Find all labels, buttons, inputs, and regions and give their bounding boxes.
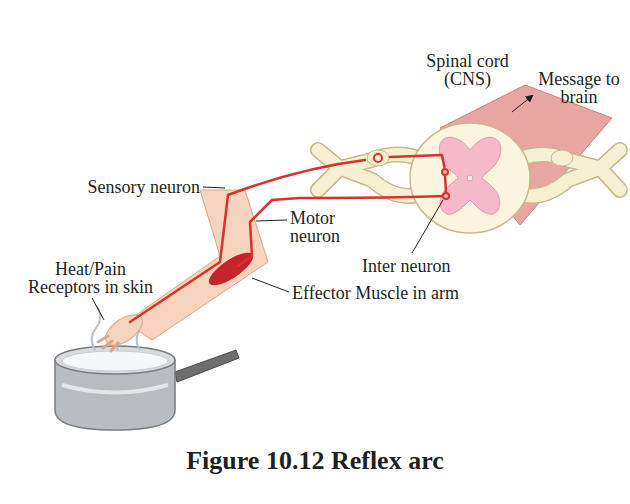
effector-muscle <box>204 247 257 291</box>
ganglion <box>367 150 389 166</box>
synapse <box>442 169 448 175</box>
boiling-water <box>62 351 168 371</box>
part-label: Heat/Pain Receptors in skin <box>18 260 163 296</box>
pot-shine <box>62 385 168 393</box>
part-label: Sensory neuron <box>45 178 200 196</box>
leader-lines <box>92 96 532 320</box>
part-label: Inter neuron <box>362 257 482 275</box>
note-label: Message to brain <box>533 70 625 106</box>
synapse <box>443 193 449 199</box>
structure-label: Spinal cord (CNS) <box>415 52 520 88</box>
ganglion <box>551 150 573 166</box>
grey-matter <box>439 137 501 214</box>
part-label: Effector Muscle in arm <box>292 284 459 302</box>
arm <box>126 190 268 340</box>
part-label: Motor neuron <box>290 209 362 245</box>
inter-neuron <box>445 175 446 193</box>
sensory-neuron <box>390 155 445 170</box>
motor-neuron <box>238 196 446 266</box>
spinal-cord-section <box>410 123 530 233</box>
cell-body <box>374 154 382 162</box>
pot-handle <box>175 350 239 382</box>
fingers <box>98 336 118 351</box>
figure-caption: Figure 10.12 Reflex arc <box>0 446 630 476</box>
pot-rim <box>55 346 175 374</box>
central-canal <box>467 175 473 181</box>
